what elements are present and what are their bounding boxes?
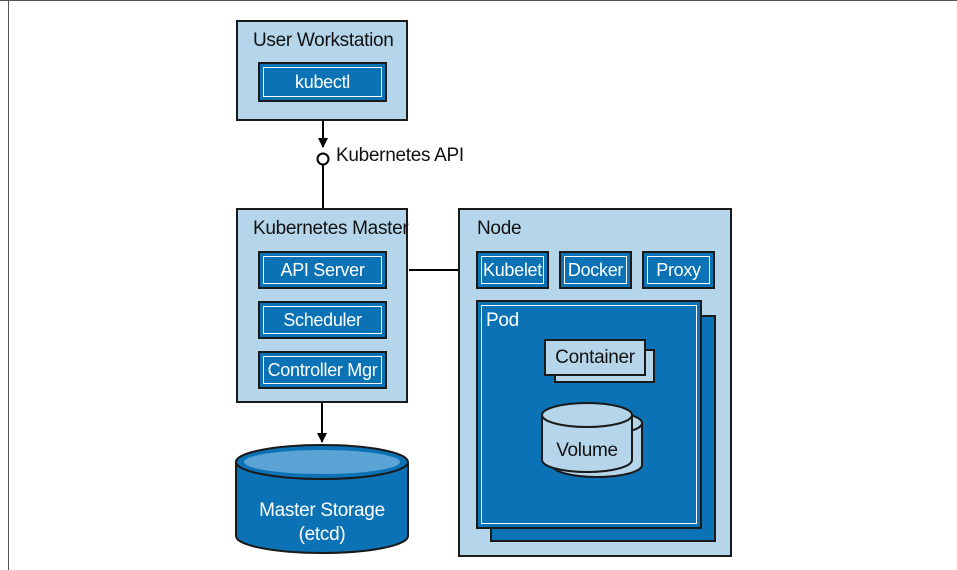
kubernetes-api-label: Kubernetes API bbox=[336, 145, 464, 166]
volume-front-cylinder bbox=[541, 402, 633, 473]
pod-title: Pod bbox=[486, 310, 519, 331]
kubectl-label: kubectl bbox=[295, 71, 350, 92]
kubernetes-master-title: Kubernetes Master bbox=[253, 218, 409, 239]
scheduler-box: Scheduler bbox=[258, 301, 387, 339]
master-storage-label: Master Storage bbox=[259, 500, 385, 521]
controller-mgr-label: Controller Mgr bbox=[267, 359, 378, 380]
controller-mgr-box: Controller Mgr bbox=[258, 351, 387, 389]
figure-top-border bbox=[0, 0, 957, 1]
master-storage-cylinder bbox=[235, 444, 409, 554]
kubelet-label: Kubelet bbox=[483, 259, 542, 280]
scheduler-label: Scheduler bbox=[283, 309, 362, 330]
api-server-label: API Server bbox=[280, 259, 365, 280]
docker-label: Docker bbox=[567, 259, 624, 280]
proxy-label: Proxy bbox=[656, 259, 701, 280]
user-workstation-title: User Workstation bbox=[253, 30, 394, 51]
proxy-box: Proxy bbox=[642, 251, 715, 289]
master-storage-sublabel: (etcd) bbox=[298, 524, 346, 545]
container-box bbox=[544, 339, 646, 376]
volume-label: Volume bbox=[556, 440, 618, 461]
api-interface-circle bbox=[316, 152, 330, 166]
figure-left-border bbox=[8, 0, 9, 570]
node-title: Node bbox=[477, 218, 522, 239]
container-label: Container bbox=[555, 347, 635, 368]
